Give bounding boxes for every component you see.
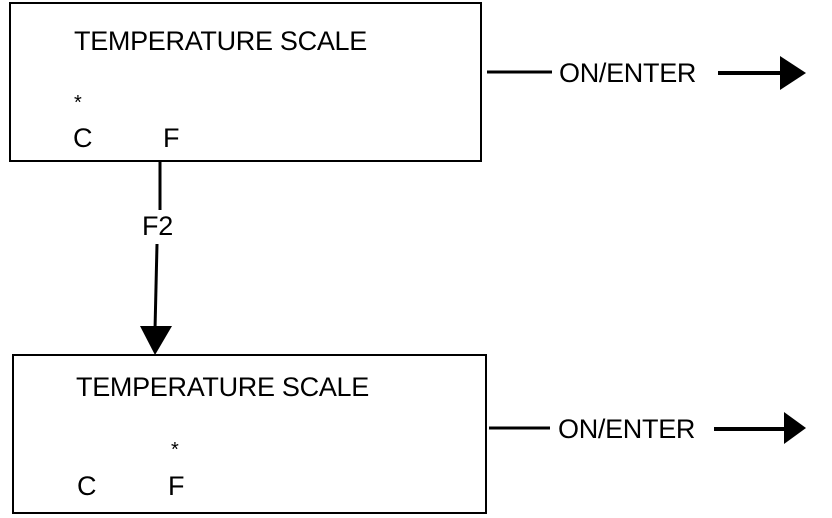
screen-fahrenheit-selected: TEMPERATURE SCALE * C F — [12, 354, 487, 514]
on-enter-arrowhead-1 — [780, 56, 806, 90]
on-enter-arrowhead-2 — [784, 412, 806, 444]
option-c: C — [73, 123, 93, 153]
f2-line-lower — [153, 243, 159, 331]
screen-title: TEMPERATURE SCALE — [76, 372, 369, 402]
screen-title: TEMPERATURE SCALE — [74, 26, 367, 56]
option-c: C — [77, 471, 97, 501]
screen-celsius-selected: TEMPERATURE SCALE * C F — [9, 2, 482, 162]
selection-marker: * — [171, 439, 179, 461]
f2-arrowhead — [140, 326, 172, 355]
on-enter-label-2: ON/ENTER — [558, 414, 696, 444]
f2-key-label: F2 — [142, 211, 173, 241]
option-f: F — [163, 123, 180, 153]
on-enter-label-1: ON/ENTER — [559, 58, 697, 88]
option-f: F — [168, 471, 185, 501]
selection-marker: * — [74, 92, 82, 114]
